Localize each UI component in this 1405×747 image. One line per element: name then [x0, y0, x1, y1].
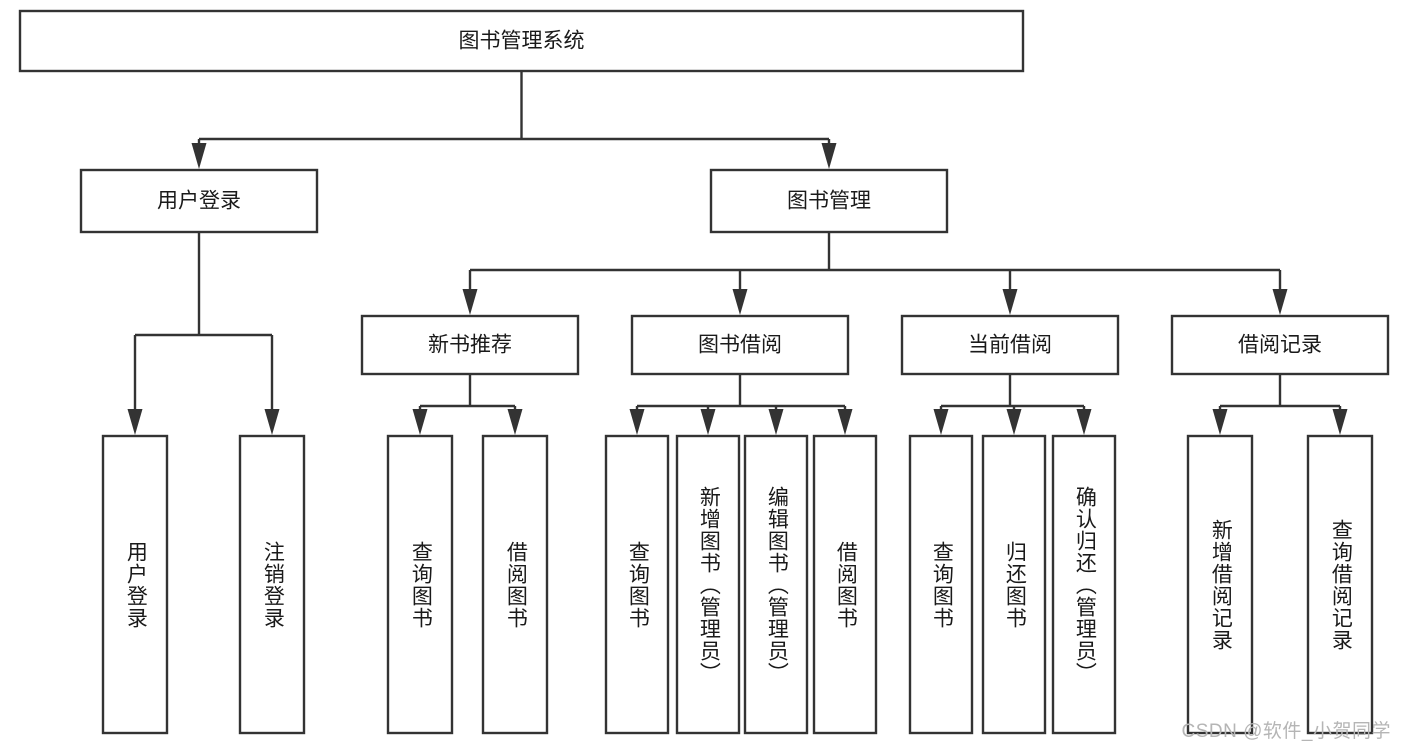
node-box-user-login[interactable] [79, 168, 319, 234]
arrow-head-leaf-query-book-2 [629, 409, 645, 435]
node-box-leaf-add-book[interactable] [675, 434, 741, 735]
node-box-book-manage[interactable] [709, 168, 949, 234]
arrow-head-user-login [191, 143, 207, 169]
node-box-new-book-rec[interactable] [360, 314, 580, 376]
node-label-new-book-rec: 新书推荐 [428, 334, 512, 357]
edge-layer [127, 71, 1348, 435]
node-label-current-borrow: 当前借阅 [968, 334, 1052, 357]
node-box-leaf-user-login[interactable] [101, 434, 169, 735]
node-box-leaf-add-record[interactable] [1186, 434, 1254, 735]
arrow-head-leaf-query-book-1 [412, 409, 428, 435]
node-box-borrow-record[interactable] [1170, 314, 1390, 376]
arrow-head-leaf-confirm-return [1076, 409, 1092, 435]
arrow-head-leaf-edit-book [768, 409, 784, 435]
node-box-leaf-query-book-2[interactable] [604, 434, 670, 735]
arrow-head-leaf-borrow-book-2 [837, 409, 853, 435]
node-box-current-borrow[interactable] [900, 314, 1120, 376]
node-label-user-login: 用户登录 [157, 190, 241, 213]
node-box-leaf-borrow-book-1[interactable] [481, 434, 549, 735]
node-label-book-manage: 图书管理 [787, 190, 871, 213]
node-box-leaf-query-book-3[interactable] [908, 434, 974, 735]
arrow-head-new-book-rec [462, 289, 478, 315]
node-label-book-borrow: 图书借阅 [698, 334, 782, 357]
arrow-head-borrow-record [1272, 289, 1288, 315]
node-label-root: 图书管理系统 [459, 30, 585, 53]
arrow-head-leaf-user-logout [264, 409, 280, 435]
arrow-head-book-manage [821, 143, 837, 169]
arrow-head-current-borrow [1002, 289, 1018, 315]
arrow-head-leaf-query-book-3 [933, 409, 949, 435]
arrow-head-leaf-borrow-book-1 [507, 409, 523, 435]
arrow-head-leaf-return-book [1006, 409, 1022, 435]
node-box-leaf-user-logout[interactable] [238, 434, 306, 735]
watermark: CSDN @软件_小贺同学 [1181, 721, 1391, 742]
arrow-head-book-borrow [732, 289, 748, 315]
node-label-borrow-record: 借阅记录 [1238, 334, 1322, 357]
node-box-leaf-edit-book[interactable] [743, 434, 809, 735]
node-box-leaf-query-record[interactable] [1306, 434, 1374, 735]
box-layer [18, 9, 1390, 735]
node-box-leaf-return-book[interactable] [981, 434, 1047, 735]
arrow-head-leaf-add-record [1212, 409, 1228, 435]
node-box-leaf-query-book-1[interactable] [386, 434, 454, 735]
node-box-root[interactable] [18, 9, 1025, 73]
arrow-head-leaf-user-login [127, 409, 143, 435]
arrow-head-leaf-query-record [1332, 409, 1348, 435]
node-box-leaf-confirm-return[interactable] [1051, 434, 1117, 735]
node-box-book-borrow[interactable] [630, 314, 850, 376]
arrow-head-leaf-add-book [700, 409, 716, 435]
node-box-leaf-borrow-book-2[interactable] [812, 434, 878, 735]
